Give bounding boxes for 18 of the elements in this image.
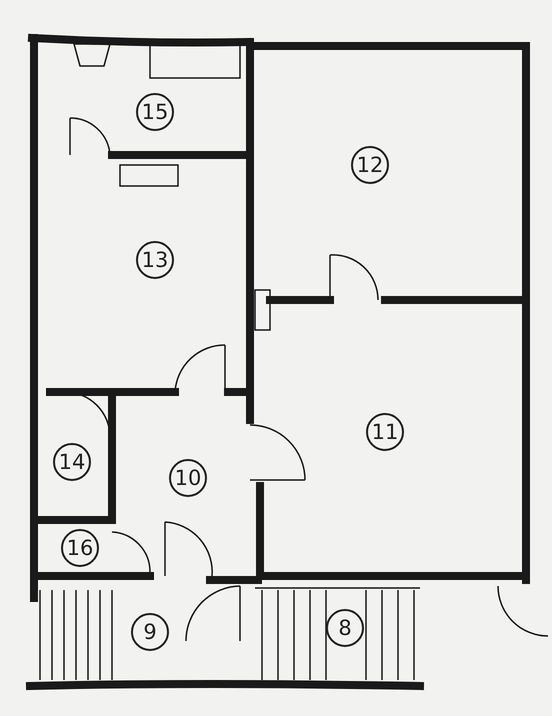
room-number: 14 bbox=[58, 450, 86, 474]
room-number-circle bbox=[131, 613, 169, 651]
room-number-circle bbox=[366, 413, 404, 451]
room-number-circle bbox=[61, 529, 99, 567]
room-number: 11 bbox=[372, 420, 398, 444]
room-number: 16 bbox=[66, 536, 94, 560]
room-number-circle bbox=[53, 443, 91, 481]
room-number: 13 bbox=[142, 248, 168, 272]
room-number-circle bbox=[169, 459, 207, 497]
room-number-circle bbox=[136, 241, 174, 279]
room-number-circle bbox=[351, 146, 389, 184]
room-number: 8 bbox=[338, 616, 352, 640]
room-number: 9 bbox=[143, 620, 157, 644]
room-number: 12 bbox=[356, 153, 384, 177]
room-number: 10 bbox=[174, 466, 202, 490]
room-number-circle bbox=[326, 609, 364, 647]
room-number: 15 bbox=[142, 100, 168, 124]
room-number-circle bbox=[136, 93, 174, 131]
